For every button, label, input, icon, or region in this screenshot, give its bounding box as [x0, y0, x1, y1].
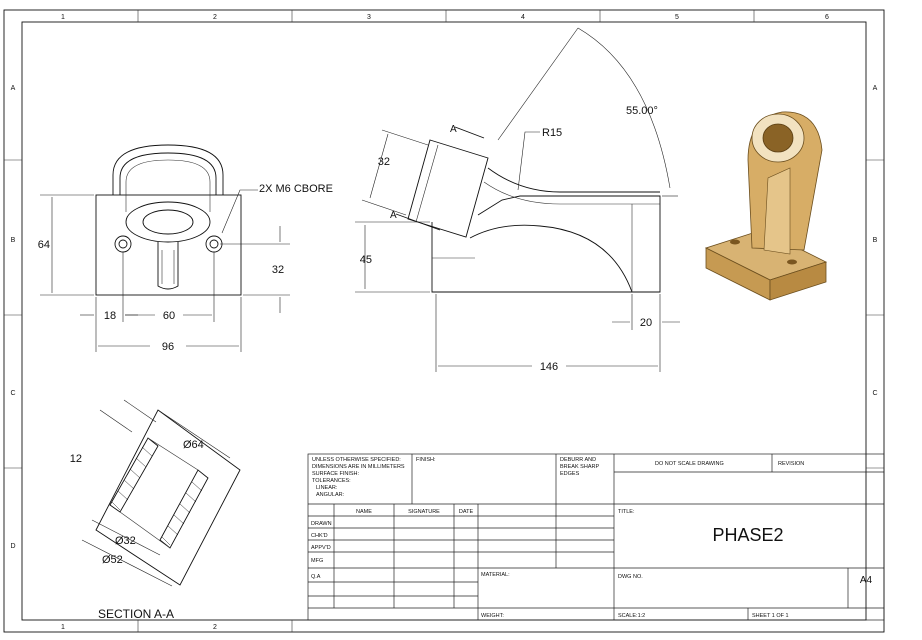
revision-label: REVISION: [778, 461, 804, 467]
scale-label: SCALE:1:2: [618, 613, 645, 619]
dim-dia-32: Ø32: [115, 535, 136, 547]
sheet-count: SHEET 1 OF 1: [752, 613, 789, 619]
spec-line-2: DIMENSIONS ARE IN MILLIMETERS: [312, 464, 405, 470]
col-label-4: 4: [521, 14, 525, 21]
col-label-1-bottom: 1: [61, 624, 65, 631]
header-date: DATE: [459, 509, 474, 515]
dim-wall-12: 12: [70, 453, 82, 465]
row-qa: Q.A: [311, 574, 321, 580]
deburr-line-1: DEBURR AND: [560, 457, 596, 463]
cbore-callout: 2X M6 CBORE: [259, 183, 333, 195]
row-label-c: C: [10, 390, 15, 397]
spec-line-3: SURFACE FINISH:: [312, 471, 360, 477]
header-name: NAME: [356, 509, 372, 515]
row-checked: CHK'D: [311, 533, 328, 539]
title-block-text: UNLESS OTHERWISE SPECIFIED: DIMENSIONS A…: [311, 457, 873, 619]
dim-dia-52: Ø52: [102, 554, 123, 566]
row-label-c-right: C: [872, 390, 877, 397]
material-label: MATERIAL:: [481, 572, 510, 578]
row-label-b-right: B: [873, 237, 878, 244]
dim-height-45: 45: [360, 254, 372, 266]
dim-width-96: 96: [162, 341, 174, 353]
col-label-1: 1: [61, 14, 65, 21]
spec-line-4: TOLERANCES:: [312, 478, 351, 484]
sheet-size: A4: [860, 575, 873, 586]
drawing-title: PHASE2: [712, 525, 783, 545]
section-view-dimensions: 12 Ø64 Ø32 Ø52: [70, 399, 231, 587]
side-view: [407, 139, 661, 293]
spec-line-1: UNLESS OTHERWISE SPECIFIED:: [312, 457, 401, 463]
dim-boss-32: 32: [378, 156, 390, 168]
dim-wall-20: 20: [640, 317, 652, 329]
front-view: [95, 144, 242, 296]
dwg-no-label: DWG NO.: [618, 574, 643, 580]
dim-hole-spacing-60: 60: [163, 310, 175, 322]
deburr-line-2: BREAK SHARP: [560, 464, 599, 470]
zone-labels: 1 2 3 4 5 6 1 2 A B C D A B C: [10, 14, 877, 631]
dim-angle-55: 55.00°: [626, 105, 658, 117]
section-title: SECTION A-A: [98, 607, 174, 621]
dim-hole-height-32: 32: [272, 264, 284, 276]
title-block: [307, 453, 885, 621]
row-mfg: MFG: [311, 558, 323, 564]
section-mark-a-top: A: [450, 124, 457, 135]
row-label-d: D: [10, 543, 15, 550]
dim-dia-64: Ø64: [183, 439, 204, 451]
dim-height-64: 64: [38, 239, 50, 251]
col-label-5: 5: [675, 14, 679, 21]
isometric-view: [704, 111, 828, 301]
do-not-scale: DO NOT SCALE DRAWING: [655, 461, 724, 467]
col-label-2-bottom: 2: [213, 624, 217, 631]
spec-line-5: LINEAR:: [316, 485, 338, 491]
section-view: [95, 409, 241, 586]
weight-label: WEIGHT:: [481, 613, 504, 619]
spec-line-6: ANGULAR:: [316, 492, 345, 498]
header-signature: SIGNATURE: [408, 509, 440, 515]
row-label-a: A: [11, 85, 16, 92]
side-view-dimensions: 32 45 R15 55.00° 20 146 A A: [355, 27, 680, 373]
front-view-dimensions: 64 32 18 60 96 2X M6 CBORE: [38, 183, 333, 353]
deburr-line-3: EDGES: [560, 471, 580, 477]
row-label-a-right: A: [873, 85, 878, 92]
row-approved: APPV'D: [311, 545, 331, 551]
dim-radius-r15: R15: [542, 127, 562, 139]
dim-hole-offset-18: 18: [104, 310, 116, 322]
section-mark-a-bottom: A: [390, 210, 397, 221]
title-label: TITLE:: [618, 509, 635, 515]
row-label-b: B: [11, 237, 16, 244]
finish-label: FINISH:: [416, 457, 436, 463]
col-label-3: 3: [367, 14, 371, 21]
dim-length-146: 146: [540, 361, 558, 373]
col-label-6: 6: [825, 14, 829, 21]
row-drawn: DRAWN: [311, 521, 332, 527]
col-label-2: 2: [213, 14, 217, 21]
